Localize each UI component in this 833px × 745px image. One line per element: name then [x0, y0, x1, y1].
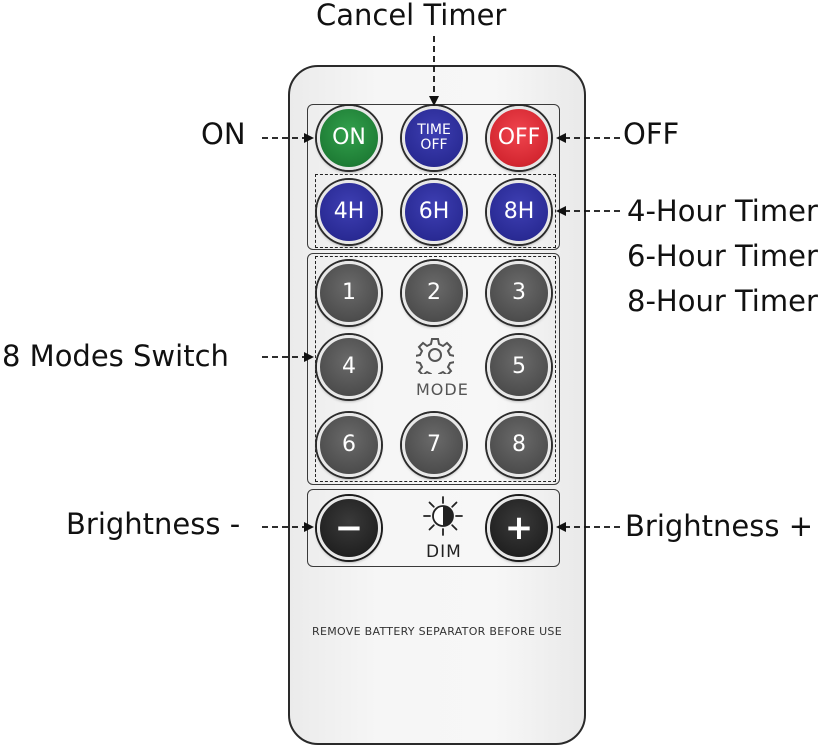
mode-7-button[interactable]: 7 — [402, 413, 466, 477]
brightness-down-button[interactable]: − — [317, 496, 381, 560]
mode-7-label: 7 — [427, 432, 441, 457]
mode-button-panel — [307, 253, 560, 485]
cancel-timer-label: Cancel Timer — [316, 0, 507, 32]
timer-6h-label: 6H — [418, 199, 450, 224]
mode-5-label: 5 — [512, 354, 526, 379]
half-sun-icon — [423, 496, 463, 536]
brightness-up-label: Brightness + — [625, 509, 813, 543]
timer-4h-label: 4H — [333, 199, 365, 224]
brightness-down-label: Brightness - — [66, 507, 241, 541]
mode-1-label: 1 — [342, 280, 356, 305]
on-button-label: ON — [332, 125, 366, 150]
mode-6-label: 6 — [342, 432, 356, 457]
time-off-button-label: TIME OFF — [417, 123, 451, 152]
annotation-arrows — [262, 36, 620, 532]
on-label: ON — [201, 117, 246, 151]
mode-group-highlight — [315, 256, 556, 482]
mode-8-label: 8 — [512, 432, 526, 457]
modes-switch-label: 8 Modes Switch — [2, 339, 229, 373]
mode-2-label: 2 — [427, 280, 441, 305]
mode-2-button[interactable]: 2 — [402, 261, 466, 325]
timer-6h-button[interactable]: 6H — [402, 180, 466, 244]
battery-notice: REMOVE BATTERY SEPARATOR BEFORE USE — [312, 625, 562, 638]
mode-4-button[interactable]: 4 — [317, 335, 381, 399]
remote-control — [288, 65, 586, 745]
mode-6-button[interactable]: 6 — [317, 413, 381, 477]
dim-label: DIM — [426, 542, 462, 562]
time-off-button[interactable]: TIME OFF — [402, 106, 466, 170]
mode-5-button[interactable]: 5 — [487, 335, 551, 399]
mode-8-button[interactable]: 8 — [487, 413, 551, 477]
mode-3-label: 3 — [512, 280, 526, 305]
minus-label: − — [334, 508, 364, 548]
timer-4h-button[interactable]: 4H — [317, 180, 381, 244]
gear-icon — [416, 338, 454, 374]
time-off-line2: OFF — [420, 137, 448, 153]
mode-label: MODE — [416, 380, 469, 399]
mode-3-button[interactable]: 3 — [487, 261, 551, 325]
mode-1-button[interactable]: 1 — [317, 261, 381, 325]
mode-4-label: 4 — [342, 354, 356, 379]
6-hour-timer-label: 6-Hour Timer — [627, 239, 818, 273]
timer-group-highlight — [315, 174, 556, 248]
off-label: OFF — [623, 117, 680, 151]
plus-label: + — [504, 508, 534, 548]
time-off-line1: TIME — [417, 122, 451, 139]
brightness-up-button[interactable]: + — [487, 496, 551, 560]
off-button-label: OFF — [497, 125, 541, 150]
timer-8h-button[interactable]: 8H — [487, 180, 551, 244]
timer-8h-label: 8H — [503, 199, 535, 224]
4-hour-timer-label: 4-Hour Timer — [627, 194, 818, 228]
8-hour-timer-label: 8-Hour Timer — [627, 284, 818, 318]
off-button[interactable]: OFF — [487, 106, 551, 170]
on-button[interactable]: ON — [317, 106, 381, 170]
